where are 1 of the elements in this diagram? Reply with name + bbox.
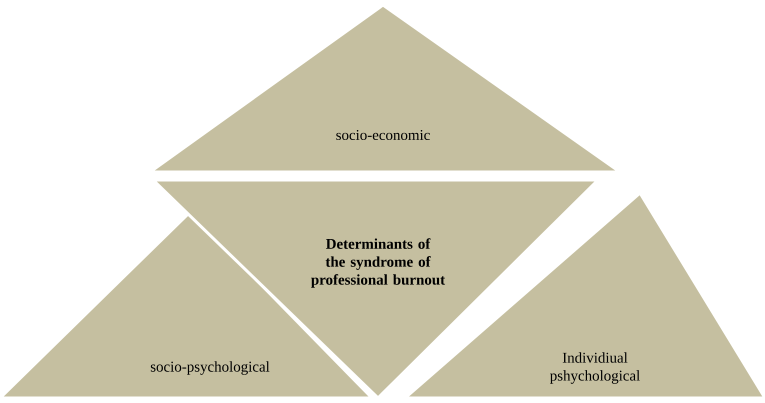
node-label: Individiual pshychological [550,352,640,384]
